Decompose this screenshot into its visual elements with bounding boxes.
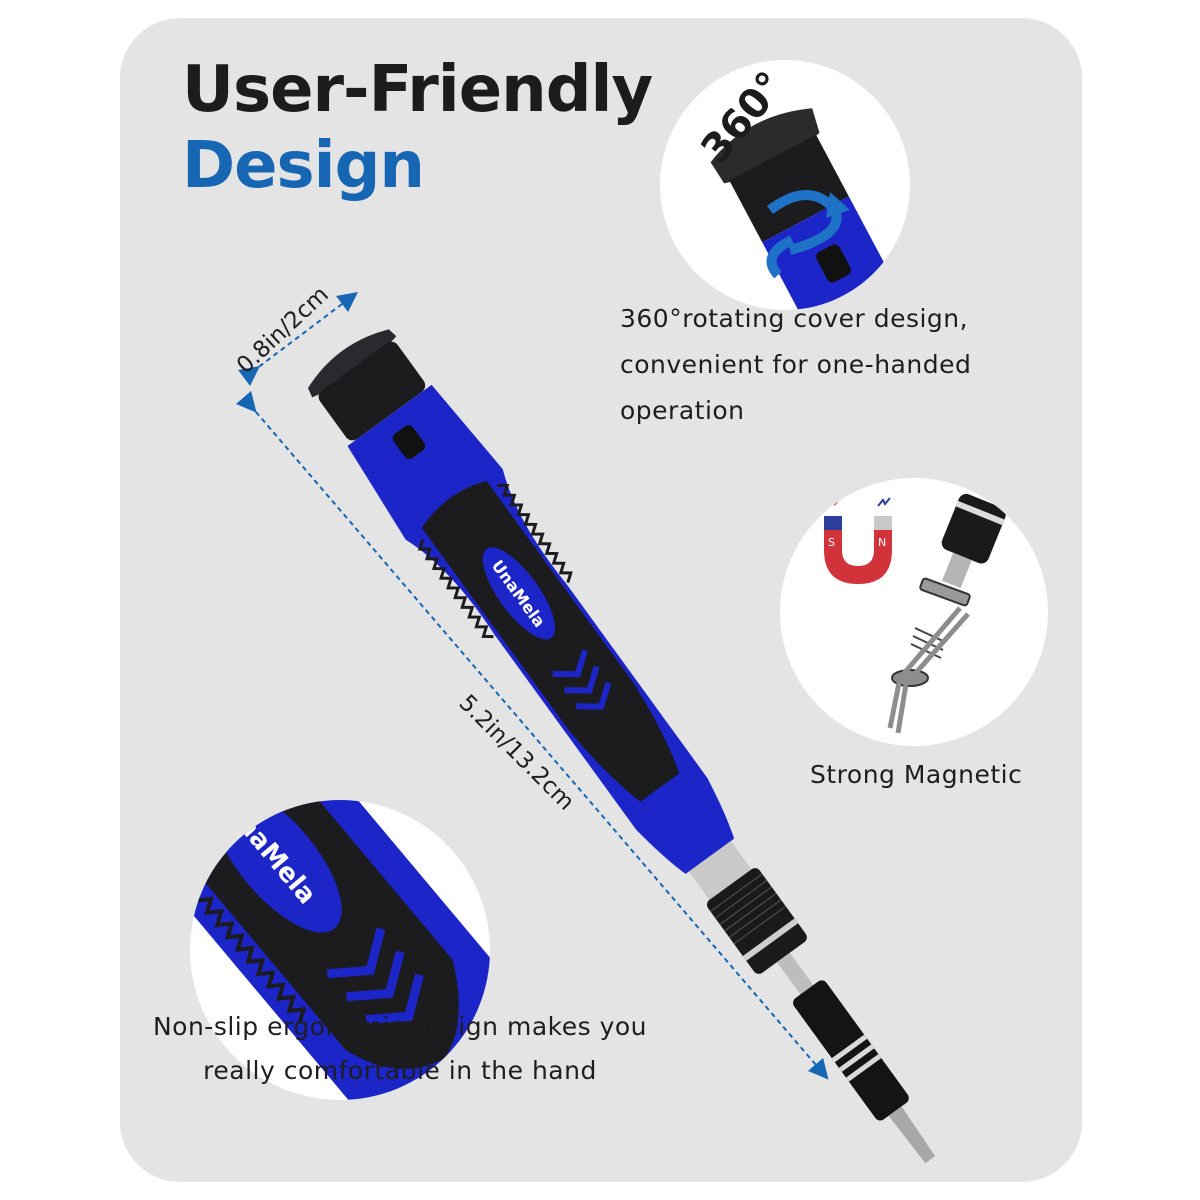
magnetic-label: Strong Magnetic	[810, 760, 1023, 789]
svg-text:S: S	[828, 536, 835, 549]
grip-description: Non-slip ergonomic design makes you real…	[152, 1012, 648, 1085]
brand-badge	[482, 547, 556, 640]
tweezers-icon	[887, 606, 970, 734]
rotating-cap	[307, 329, 397, 398]
length-dimension-line	[235, 390, 829, 1080]
headline-line-2: Design	[182, 129, 425, 203]
screwdriver-bit	[888, 1106, 936, 1164]
width-dimension-line	[237, 291, 358, 387]
rotation-arrow-icon	[766, 190, 850, 279]
magnetic-detail-bubble: S N	[780, 478, 1048, 746]
headline-line-1: User-Friendly	[182, 53, 653, 127]
rotation-detail-bubble: 360°	[660, 60, 910, 310]
horseshoe-magnet-icon: S N	[824, 497, 892, 584]
rotation-description: 360°rotating cover design, convenient fo…	[620, 304, 972, 425]
knurled-collar	[706, 868, 807, 974]
svg-text:N: N	[878, 536, 886, 549]
